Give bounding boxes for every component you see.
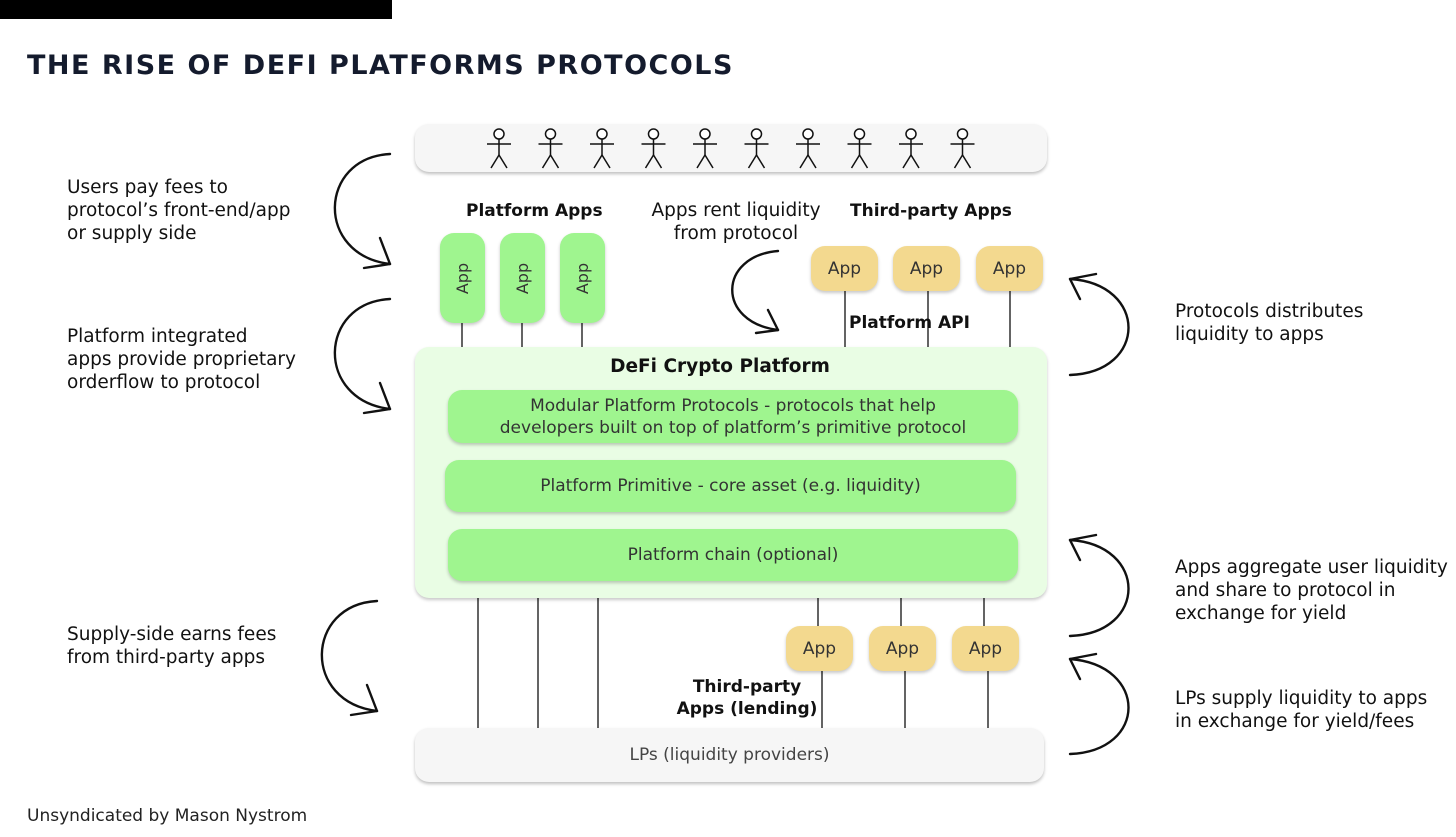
- label-third-party-lending: Third-party Apps (lending): [676, 677, 818, 719]
- lending-app[interactable]: App: [952, 626, 1019, 671]
- label-apps-rent: Apps rent liquidity from protocol: [651, 200, 821, 244]
- app-label: App: [452, 262, 472, 294]
- user-icon: [538, 128, 563, 169]
- third-party-app[interactable]: App: [976, 246, 1043, 291]
- user-icon: [641, 128, 666, 169]
- note-supply-side: Supply-side earns fees from third-party …: [67, 624, 277, 668]
- note-users-pay: Users pay fees to protocol’s front-end/a…: [67, 177, 291, 244]
- user-icon: [950, 128, 975, 169]
- label-third-party-apps: Third-party Apps: [850, 201, 1012, 221]
- user-icon: [487, 128, 511, 169]
- layer-modular-protocols[interactable]: Modular Platform Protocols - protocols t…: [448, 390, 1018, 443]
- label-platform-apps: Platform Apps: [466, 201, 603, 221]
- user-icon: [693, 128, 717, 169]
- curved-arrow-integrated: [333, 297, 392, 415]
- layer-platform-primitive[interactable]: Platform Primitive - core asset (e.g. li…: [445, 460, 1016, 512]
- lending-app[interactable]: App: [786, 626, 853, 671]
- curved-arrow-users-pay: [333, 152, 392, 270]
- platform-title: DeFi Crypto Platform: [610, 356, 830, 377]
- users-bar: [415, 124, 1047, 172]
- third-party-app[interactable]: App: [893, 246, 960, 291]
- user-icon: [744, 128, 769, 169]
- curved-arrow-aggregate: [1068, 533, 1130, 638]
- curved-arrow-supply-side: [320, 599, 379, 717]
- curved-arrow-distributes: [1068, 272, 1130, 377]
- users-figures: [487, 128, 975, 169]
- curved-arrow-apps-rent: [731, 249, 780, 335]
- third-party-app[interactable]: App: [811, 246, 878, 291]
- note-aggregate: Apps aggregate user liquidity and share …: [1175, 557, 1448, 624]
- lending-app[interactable]: App: [869, 626, 936, 671]
- note-distributes: Protocols distributes liquidity to apps: [1175, 301, 1364, 345]
- footer-credit: Unsyndicated by Mason Nystrom: [27, 806, 308, 826]
- page-title: THE RISE OF DEFI PLATFORMS PROTOCOLS: [27, 50, 734, 81]
- platform-app[interactable]: App: [560, 233, 605, 323]
- user-icon: [899, 128, 923, 169]
- user-icon: [847, 128, 872, 169]
- user-icon: [590, 128, 614, 169]
- label-platform-api: Platform API: [849, 313, 970, 333]
- top-black-bar: [0, 0, 392, 19]
- platform-app[interactable]: App: [500, 233, 545, 323]
- note-integrated-apps: Platform integrated apps provide proprie…: [67, 326, 296, 393]
- layer-platform-chain[interactable]: Platform chain (optional): [448, 529, 1018, 581]
- platform-app[interactable]: App: [440, 233, 485, 323]
- note-lps-supply: LPs supply liquidity to apps in exchange…: [1175, 688, 1428, 732]
- user-icon: [796, 128, 820, 169]
- lps-bar[interactable]: LPs (liquidity providers): [415, 728, 1044, 782]
- app-label: App: [572, 262, 592, 294]
- curved-arrow-lps-supply: [1068, 652, 1130, 756]
- app-label: App: [512, 262, 532, 294]
